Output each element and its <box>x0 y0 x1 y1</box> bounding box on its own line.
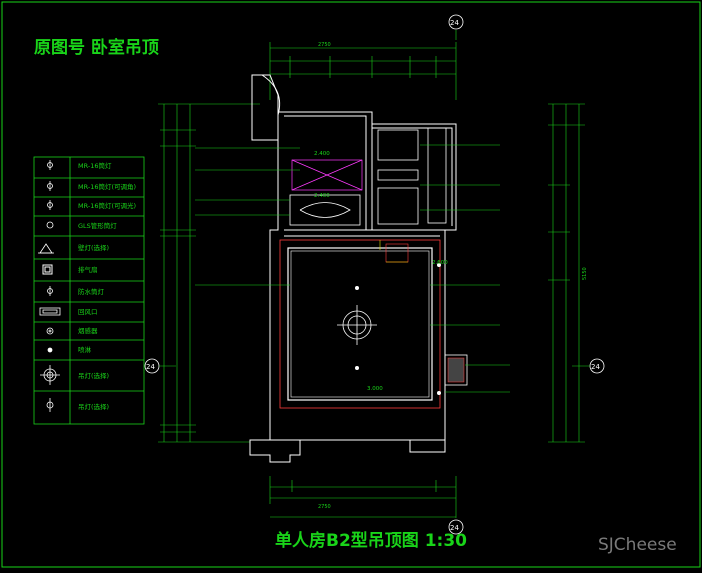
gls-downlight-icon <box>46 221 54 229</box>
axis-marker-label: 24 <box>450 524 459 532</box>
center-ceiling-lamp-icon <box>337 305 377 345</box>
legend-label: 烟感器 <box>78 326 98 335</box>
level-markers: 2.400 2.400 2.600 3.000 <box>314 151 448 392</box>
wall-lamp-icon <box>38 243 54 254</box>
annotation-leaders <box>195 144 510 393</box>
dimmable-downlight-icon <box>47 200 53 210</box>
downlight-icon <box>47 160 53 170</box>
bottom-dimension-lines <box>269 476 457 518</box>
legend-label: MR-16筒灯(可调光) <box>78 201 136 210</box>
axis-marker-label: 24 <box>591 363 600 371</box>
level-label: 2.400 <box>314 193 330 199</box>
exhaust-fan-icon <box>42 264 53 275</box>
legend-label: 喷淋 <box>78 345 92 354</box>
ceiling-lamp-icon <box>40 365 60 385</box>
sprinkler-icon <box>47 347 53 353</box>
level-label: 3.000 <box>367 386 383 392</box>
legend-label: 吊灯(选择) <box>78 402 109 411</box>
legend-table <box>33 156 145 425</box>
title-top-prefix: 原图号 <box>34 38 85 58</box>
axis-marker-top: 24 <box>448 14 464 30</box>
title-top-suffix: 卧室吊顶 <box>90 38 159 58</box>
dim-text: 2750 <box>318 42 331 48</box>
smoke-detector-icon <box>46 327 54 335</box>
drawing-title: 单人房B2型吊顶图 1:30 <box>275 531 467 551</box>
axis-marker-left: 24 <box>144 358 176 374</box>
axis-marker-right: 24 <box>572 358 605 374</box>
pendant-lamp-icon <box>46 398 54 412</box>
axis-marker-label: 24 <box>450 19 459 27</box>
legend-label: 吊灯(选择) <box>78 371 109 380</box>
title-top: 原图号 卧室吊顶 <box>34 33 159 58</box>
legend-label: MR-16筒灯 <box>78 161 112 170</box>
adjustable-downlight-icon <box>47 181 53 191</box>
level-label: 2.600 <box>432 260 448 266</box>
top-dimension-lines <box>269 30 457 100</box>
yellow-accents <box>379 240 408 263</box>
bathroom-zone <box>291 159 363 191</box>
legend-label: MR-16筒灯(可调角) <box>78 182 136 191</box>
legend-label: 回风口 <box>78 308 98 316</box>
curtain-box <box>444 354 468 386</box>
bedroom-ceiling <box>279 239 441 409</box>
level-label: 2.400 <box>314 151 330 157</box>
watermark-logo: SJCheese <box>598 535 677 555</box>
legend-label: 壁灯(选择) <box>78 243 109 252</box>
dim-text: 2750 <box>318 504 331 510</box>
right-dimension-lines <box>548 103 585 443</box>
legend-label: 防水筒灯 <box>78 287 105 296</box>
axis-marker-label: 24 <box>146 363 155 371</box>
floor-plan-walls <box>249 74 457 463</box>
smoke-detector-icon <box>355 263 441 395</box>
axis-marker-bottom: 24 <box>448 519 464 535</box>
waterproof-lamp-icon <box>47 286 53 296</box>
dim-text: 5150 <box>582 267 588 280</box>
legend-label: GLS管形筒灯 <box>78 221 117 230</box>
bathroom-fixtures <box>289 127 447 226</box>
return-air-icon <box>39 307 61 316</box>
left-dimension-lines <box>158 103 260 443</box>
legend-label: 排气扇 <box>78 265 98 274</box>
